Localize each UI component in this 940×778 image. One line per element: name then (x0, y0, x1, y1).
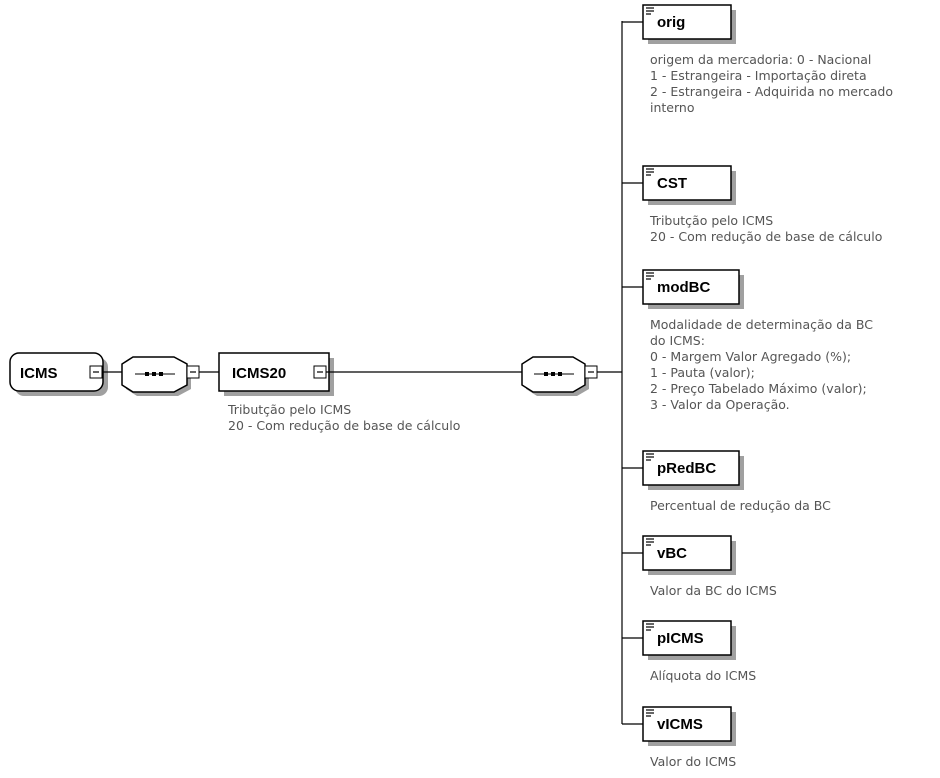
child-element-label: pICMS (657, 630, 704, 647)
element-lines-icon (646, 538, 654, 546)
child-element-box (642, 4, 732, 40)
node-icms[interactable]: ICMS (9, 352, 108, 396)
child-orig-description-line: 2 - Estrangeira - Adquirida no mercado (650, 84, 893, 99)
child-element-box (642, 535, 732, 571)
child-vicms-description-line: Valor do ICMS (650, 754, 737, 769)
child-element-label: modBC (657, 279, 710, 296)
icms20-description-line: Tributção pelo ICMS (228, 402, 352, 417)
element-lines-icon (646, 709, 654, 717)
child-element-vbc[interactable]: vBC (622, 535, 736, 575)
icms-collapse-toggle[interactable] (89, 365, 103, 379)
child-element-cst[interactable]: CST (622, 165, 736, 205)
child-modbc-description-line: 2 - Preço Tabelado Máximo (valor); (650, 381, 867, 396)
child-orig-description-line: interno (650, 100, 695, 115)
child-orig-description-line: 1 - Estrangeira - Importação direta (650, 68, 867, 83)
child-element-box (642, 450, 740, 486)
child-cst-description-line: Tributção pelo ICMS (650, 213, 774, 228)
child-picms-description: Alíquota do ICMS (650, 668, 756, 684)
element-lines-icon (646, 272, 654, 280)
element-lines-icon (646, 168, 654, 176)
child-orig-description: origem da mercadoria: 0 - Nacional 1 - E… (650, 52, 893, 116)
sequence-icon (135, 372, 175, 376)
child-modbc-description-line: 3 - Valor da Operação. (650, 397, 790, 412)
child-element-box (642, 706, 732, 742)
node-icms-label: ICMS (20, 365, 58, 382)
child-vbc-description: Valor da BC do ICMS (650, 583, 777, 599)
sequence-right-collapse-toggle[interactable] (584, 365, 598, 379)
child-predbc-description-line: Percentual de redução da BC (650, 498, 831, 513)
element-lines-icon (646, 453, 654, 461)
node-icms20-label: ICMS20 (232, 365, 286, 382)
child-element-orig[interactable]: orig (622, 4, 736, 44)
sequence-left-collapse-toggle[interactable] (186, 365, 200, 379)
child-cst-description-line: 20 - Com redução de base de cálculo (650, 229, 883, 244)
child-element-label: vICMS (657, 716, 703, 733)
child-modbc-description-line: Modalidade de determinação da BC (650, 317, 873, 332)
child-element-vicms[interactable]: vICMS (622, 706, 736, 746)
child-modbc-description-line: 1 - Pauta (valor); (650, 365, 755, 380)
child-predbc-description: Percentual de redução da BC (650, 498, 831, 514)
child-element-modbc[interactable]: modBC (622, 269, 744, 309)
child-element-label: orig (657, 14, 685, 31)
node-icms20-box (218, 352, 330, 392)
node-icms20[interactable]: ICMS20 (218, 352, 334, 396)
icms20-description: Tributção pelo ICMS 20 - Com redução de … (228, 402, 460, 434)
child-element-label: pRedBC (657, 460, 716, 477)
element-lines-icon (646, 623, 654, 631)
child-orig-description-line: origem da mercadoria: 0 - Nacional (650, 52, 872, 67)
sequence-icon (534, 372, 574, 376)
sequence-compositor-right[interactable] (521, 356, 589, 396)
icms20-description-line: 20 - Com redução de base de cálculo (228, 418, 461, 433)
child-element-box (642, 620, 732, 656)
child-element-label: vBC (657, 545, 687, 562)
child-element-box (642, 165, 732, 201)
element-lines-icon (646, 7, 654, 15)
child-element-label: CST (657, 175, 687, 192)
child-cst-description: Tributção pelo ICMS 20 - Com redução de … (650, 213, 882, 245)
child-vicms-description: Valor do ICMS (650, 754, 736, 770)
icms20-collapse-toggle[interactable] (313, 365, 327, 379)
child-element-predbc[interactable]: pRedBC (622, 450, 744, 490)
child-vbc-description-line: Valor da BC do ICMS (650, 583, 777, 598)
child-modbc-description-line: 0 - Margem Valor Agregado (%); (650, 349, 852, 364)
child-element-box (642, 269, 740, 305)
child-modbc-description-line: do ICMS: (650, 333, 705, 348)
sequence-compositor-left[interactable] (121, 356, 191, 396)
child-element-picms[interactable]: pICMS (622, 620, 736, 660)
child-picms-description-line: Alíquota do ICMS (650, 668, 757, 683)
child-modbc-description: Modalidade de determinação da BC do ICMS… (650, 317, 873, 413)
